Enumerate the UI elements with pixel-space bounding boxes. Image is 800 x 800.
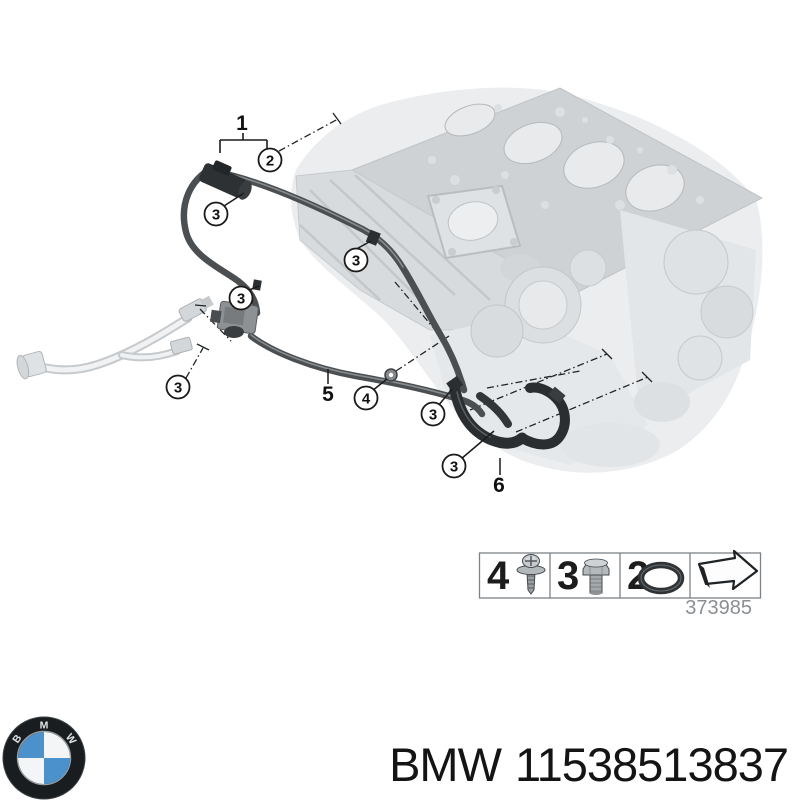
parts-diagram-image: 1 2 3 3 3 3 5 4 3 [16, 87, 764, 619]
cylinder-bores [444, 103, 685, 212]
coolant-hose-ghost [16, 295, 214, 380]
callout-6-label: 6 [493, 474, 505, 497]
o-ring-icon [637, 561, 685, 595]
bmw-roundel-icon: B M W [2, 716, 86, 800]
hex-bolt-icon [582, 558, 610, 595]
callout-4: 4 [353, 385, 379, 411]
legend-cell-bolt: 3 [557, 554, 610, 598]
legend-cell-bolt-label: 3 [557, 554, 579, 598]
engine-block-ghost [291, 87, 764, 473]
callout-6: 6 [493, 474, 505, 497]
bmw-logo: B M W [2, 716, 86, 800]
callout-1-bracket [219, 133, 268, 153]
next-diagram-arrow-icon [697, 549, 759, 591]
callout-3f-label: 3 [450, 458, 458, 475]
callout-3c-label: 3 [237, 290, 245, 307]
legend-cell-arrow [697, 549, 759, 591]
callout-1-label: 1 [236, 112, 248, 135]
valve-unit [210, 300, 259, 335]
flanged-screw-icon [516, 554, 546, 595]
callout-4-label: 4 [362, 390, 371, 407]
part-number: 11538513837 [514, 738, 789, 791]
fastener-legend: 4 3 [478, 549, 762, 619]
legend-cell-screw-label: 4 [487, 554, 510, 598]
legend-cell-oring: 2 [627, 554, 685, 598]
callout-3d-label: 3 [174, 379, 182, 396]
turbocharger-ghost [470, 249, 607, 358]
callout-3a: 3 [203, 201, 229, 227]
pipe-fittings [199, 160, 566, 404]
accessory-ghost [634, 229, 754, 422]
callout-2: 2 [257, 147, 283, 173]
callout-2-label: 2 [266, 152, 274, 169]
exhaust-flange [426, 184, 522, 260]
turbo-hoses [449, 382, 570, 450]
callout-3e-label: 3 [429, 406, 437, 423]
callout-5: 5 [322, 383, 334, 406]
callout-3c: 3 [228, 285, 254, 311]
callout-3d: 3 [165, 374, 191, 400]
diagram-number: 373985 [685, 597, 752, 619]
logo-letter-m: M [40, 720, 49, 732]
brand-name: BMW [389, 738, 502, 791]
callout-3b: 3 [343, 247, 369, 273]
callout-3a-label: 3 [212, 206, 220, 223]
callout-3b-label: 3 [352, 252, 360, 269]
callout-3f: 3 [441, 453, 467, 479]
callout-1: 1 [219, 112, 268, 153]
callout-5-label: 5 [322, 383, 334, 406]
callout-3e: 3 [420, 401, 446, 427]
reference-ticks [194, 112, 653, 383]
legend-cell-screw: 4 [487, 554, 546, 598]
